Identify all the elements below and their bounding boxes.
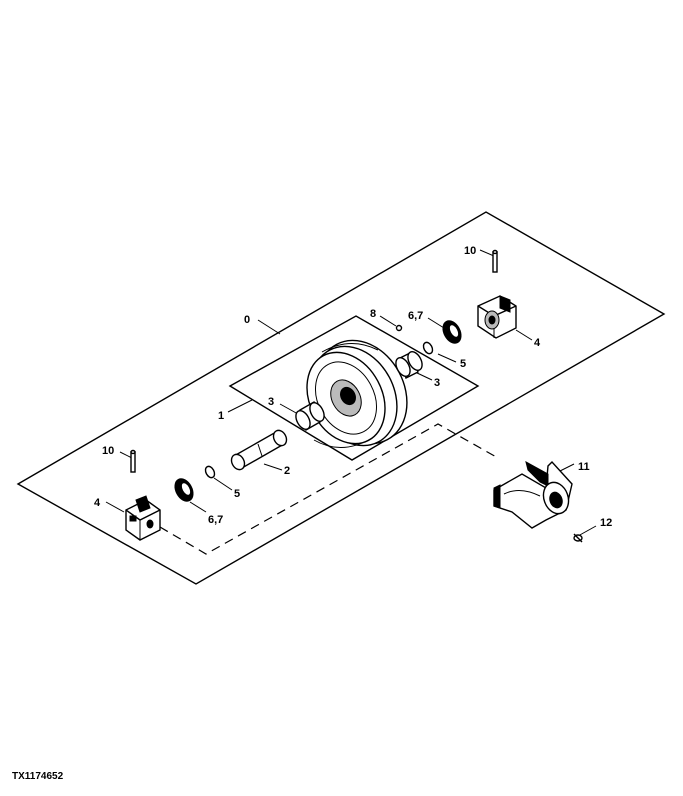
bushing-left (295, 400, 325, 432)
plug (395, 324, 403, 332)
callout-6-7-left: 6,7 (208, 514, 223, 526)
pin-left (130, 449, 136, 473)
callout-3-left: 3 (268, 396, 274, 408)
fitting (573, 533, 583, 543)
shaft (230, 429, 288, 471)
callout-4-left: 4 (94, 497, 101, 509)
assembly-outline (16, 211, 666, 585)
callout-4-right: 4 (534, 337, 541, 349)
idler-wheel (306, 339, 408, 449)
callout-5-right: 5 (460, 358, 466, 370)
pin-right (492, 249, 498, 273)
bearing-block-right (477, 295, 517, 339)
callout-11: 11 (578, 461, 590, 473)
callout-1: 1 (218, 410, 224, 422)
bushing-right (395, 351, 423, 379)
callout-3-right: 3 (434, 377, 440, 389)
callout-6-7-right: 6,7 (408, 310, 423, 322)
o-ring-left (204, 465, 216, 479)
callout-2: 2 (284, 465, 290, 477)
callout-12: 12 (600, 517, 612, 529)
callout-5-left: 5 (234, 488, 240, 500)
dashed-connector (159, 423, 499, 555)
leader-lines (105, 249, 597, 537)
figure-id: TX1174652 (12, 771, 64, 782)
seal-left (174, 478, 194, 502)
o-ring-right (422, 341, 434, 355)
callout-8: 8 (370, 308, 376, 320)
callout-10-left: 10 (102, 445, 114, 457)
bearing-block-left (125, 495, 161, 541)
seal-right (442, 320, 462, 344)
callout-10-right: 10 (464, 245, 476, 257)
callout-0: 0 (244, 314, 250, 326)
idler-subassembly-outline (228, 315, 480, 461)
yoke (493, 460, 573, 529)
